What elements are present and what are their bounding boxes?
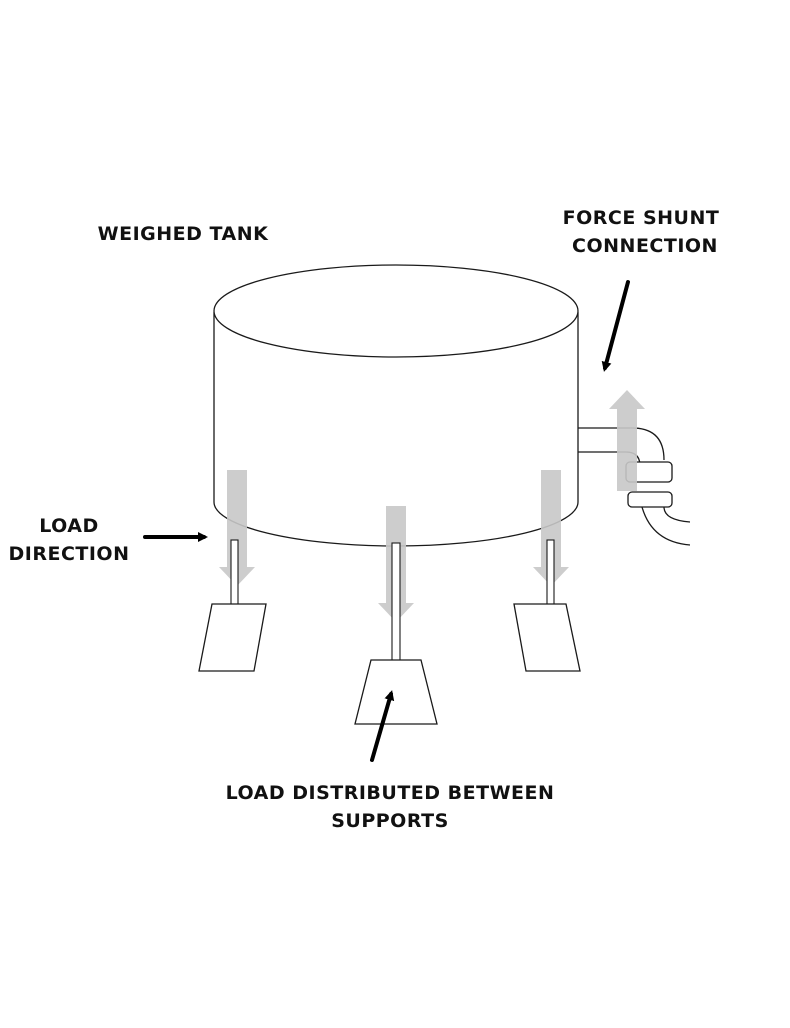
support-plates [198,603,581,725]
force-shunt-label-line2: CONNECTION [572,235,718,257]
shunt-force-arrow-up [609,390,645,491]
pipe-bend-outer [663,506,691,523]
callout-arrows [143,280,630,762]
pipe-bend-inner [641,506,691,546]
load-arrow-right [533,470,569,586]
support-leg-center [391,542,401,662]
support-plate-left [198,603,267,672]
force-shunt-arrow [601,280,630,372]
pipe-connection [578,427,691,546]
labels: WEIGHED TANK FORCE SHUNT CONNECTION LOAD… [9,207,720,832]
support-plate-center [354,659,438,725]
support-plate-right [513,603,581,672]
tank [213,264,579,547]
tank-top [213,264,579,358]
load-direction-label-line2: DIRECTION [9,543,130,565]
weighed-tank-label: WEIGHED TANK [98,223,269,245]
load-distributed-label-line1: LOAD DISTRIBUTED BETWEEN [226,782,555,804]
force-arrows [219,390,645,622]
force-shunt-label-line1: FORCE SHUNT [563,207,720,229]
load-distributed-label-line2: SUPPORTS [331,810,449,832]
support-legs [230,539,555,662]
load-arrow-left [219,470,255,586]
load-distributed-arrow [370,690,395,762]
pipe-coupling-lower [627,491,673,508]
load-direction-label-line1: LOAD [39,515,99,537]
